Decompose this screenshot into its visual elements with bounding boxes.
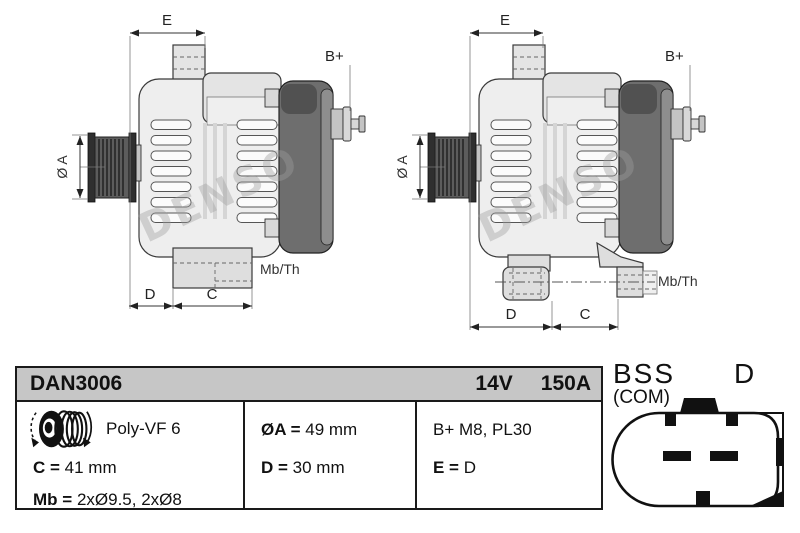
spec-c: C = 41 mm [33,458,117,477]
b-plus-terminal [330,106,366,142]
mbth-centerline: Mb/Th [495,273,698,289]
alternator-drawing-right: DENSO E B+ Ø A [395,5,715,340]
connector-subtype: (COM) [613,387,670,408]
through-bolt [264,218,280,238]
spec-table-body: Poly-VF 6 C = 41 mm Mb = 2xØ9.5, 2xØ8 ØA… [17,402,601,509]
pulley-icon [30,410,93,448]
svg-text:D: D [506,306,517,323]
b-plus-label: B+ [325,48,351,111]
dimension-e: E [129,12,206,309]
connector-pin [710,451,738,461]
spec-column-1: Poly-VF 6 C = 41 mm Mb = 2xØ9.5, 2xØ8 [17,402,243,509]
svg-text:Mb/Th: Mb/Th [658,273,698,289]
pulley [427,132,482,203]
voltage-value: 14V [475,372,513,395]
bottom-mounting-lug [172,247,253,289]
connector-pin [663,451,691,461]
spec-table-header: DAN3006 14V 150A [17,368,601,402]
part-number: DAN3006 [30,372,123,395]
b-plus-label: B+ [665,48,691,111]
pulley-type: Poly-VF 6 [106,419,181,438]
dimension-d-c: D C [470,299,619,331]
cooling-fins [490,119,618,223]
spec-column-3: B+ M8, PL30 E = D [415,402,601,508]
spec-bplus: B+ M8, PL30 [433,420,532,439]
spec-d: D = 30 mm [261,458,345,477]
svg-text:E: E [162,12,172,29]
svg-text:C: C [207,286,218,303]
current-value: 150A [540,372,591,395]
b-plus-terminal [670,106,706,142]
connector-diagram [611,398,784,508]
svg-text:Ø A: Ø A [395,155,410,179]
dimension-d-c: D C [129,286,253,310]
svg-text:E: E [500,12,510,29]
alternator-drawing-left: DENSO E B+ Ø [55,5,375,320]
svg-text:C: C [580,306,591,323]
spec-column-2: ØA = 49 mm D = 30 mm [243,402,415,508]
mbth-label: Mb/Th [260,261,300,277]
connector-block: BSS (COM) D [608,358,800,520]
pulley-spec-row: Poly-VF 6 [25,406,181,452]
through-bolt [604,218,620,238]
connector-type: BSS [613,358,676,389]
pulley [87,132,142,203]
through-bolt [604,88,620,108]
dimension-oa: Ø A [395,134,445,200]
spec-e: E = D [433,458,477,477]
svg-text:B+: B+ [325,48,344,65]
connector-body [611,411,780,508]
dimension-oa: Ø A [55,134,105,200]
svg-text:D: D [145,286,156,303]
connector-lock-tab [680,398,719,413]
spec-mb: Mb = 2xØ9.5, 2xØ8 [33,490,182,509]
spec-oa: ØA = 49 mm [261,420,358,439]
spec-table: DAN3006 14V 150A [15,366,603,510]
connector-code: D [734,358,755,389]
dimension-e: E [469,12,544,330]
cooling-fins [150,119,278,223]
svg-text:Ø A: Ø A [55,155,70,179]
through-bolt [264,88,280,108]
svg-text:B+: B+ [665,48,684,65]
